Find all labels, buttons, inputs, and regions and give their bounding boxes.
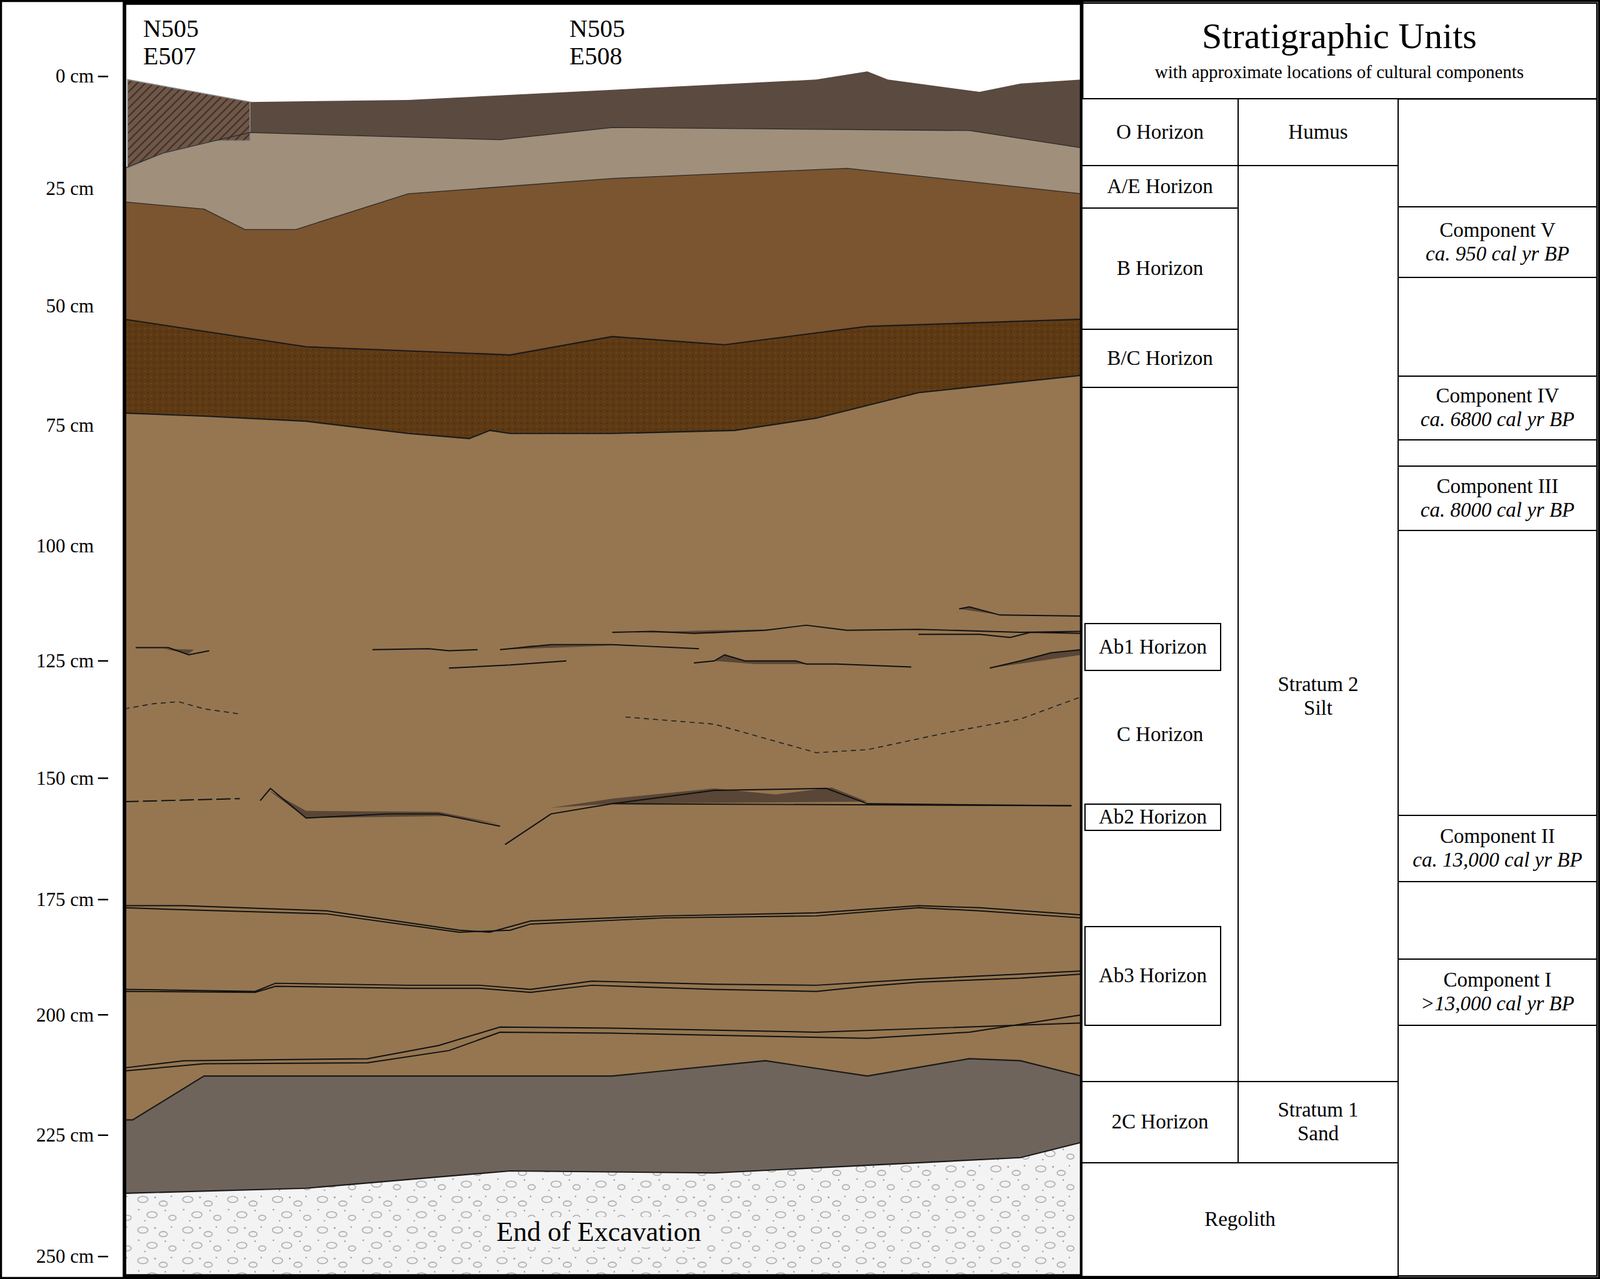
grid-coordinate: N505 E508: [569, 15, 625, 70]
cell-text: Component V: [1398, 218, 1597, 243]
cell-text: Ab1 Horizon: [1085, 635, 1220, 660]
date-text: ca. 950 cal yr BP: [1398, 242, 1597, 267]
excavation-label: End of Excavation: [490, 1217, 707, 1248]
buried-horizon-box: Ab3 Horizon: [1084, 926, 1222, 1027]
table-cell: A/E Horizon: [1081, 165, 1239, 209]
table-cell: C Horizon Ab1 HorizonAb2 HorizonAb3 Horiz…: [1081, 386, 1239, 1083]
grid-coordinate: N505 E507: [143, 15, 199, 70]
cell-text: Silt: [1238, 696, 1398, 721]
date-text: ca. 8000 cal yr BP: [1398, 498, 1597, 523]
table-cell: B Horizon: [1081, 207, 1239, 330]
date-text: >13,000 cal yr BP: [1398, 992, 1597, 1017]
cell-text: A/E Horizon: [1082, 175, 1238, 199]
depth-label: 175 cm: [0, 889, 94, 911]
buried-horizon-box: Ab1 Horizon: [1084, 623, 1222, 672]
cell-text: Component III: [1398, 475, 1597, 499]
table-cell: Humus: [1237, 98, 1399, 167]
depth-label: 125 cm: [0, 650, 94, 672]
date-text: ca. 6800 cal yr BP: [1398, 408, 1597, 432]
cell-text: C Horizon: [1082, 723, 1238, 747]
table-cell: Stratum 1Sand: [1237, 1081, 1399, 1164]
depth-label: 225 cm: [0, 1125, 94, 1147]
table-cell: Stratum 2Silt: [1237, 165, 1399, 1083]
cell-text: B Horizon: [1082, 256, 1238, 281]
cell-text: Regolith: [1082, 1208, 1398, 1232]
cell-text: O Horizon: [1082, 120, 1238, 145]
cell-text: B/C Horizon: [1082, 346, 1238, 371]
cell-text: Component I: [1398, 968, 1597, 993]
depth-label: 25 cm: [0, 178, 94, 200]
component-box: Component Vca. 950 cal yr BP: [1397, 206, 1598, 279]
table-subtitle: with approximate locations of cultural c…: [1083, 62, 1596, 83]
component-box: Component IIca. 13,000 cal yr BP: [1397, 815, 1598, 883]
cell-text: Sand: [1238, 1122, 1398, 1147]
depth-label: 250 cm: [0, 1246, 94, 1268]
table-cell: O Horizon: [1081, 98, 1239, 167]
cell-text: Component IV: [1398, 384, 1597, 409]
depth-label: 50 cm: [0, 295, 94, 317]
depth-label: 75 cm: [0, 415, 94, 437]
table-title: Stratigraphic Units: [1083, 16, 1596, 57]
cell-text: Stratum 2: [1238, 673, 1398, 697]
cell-text: Ab2 Horizon: [1085, 805, 1220, 830]
table-cell: 2C Horizon: [1081, 1081, 1239, 1164]
depth-label: 200 cm: [0, 1005, 94, 1027]
component-box: Component IIIca. 8000 cal yr BP: [1397, 465, 1598, 532]
component-box: Component IVca. 6800 cal yr BP: [1397, 375, 1598, 441]
date-text: ca. 13,000 cal yr BP: [1398, 848, 1597, 873]
cell-text: 2C Horizon: [1082, 1110, 1238, 1135]
depth-label: 0 cm: [0, 65, 94, 87]
component-box: Component I>13,000 cal yr BP: [1397, 958, 1598, 1027]
cell-text: Humus: [1238, 120, 1398, 145]
cell-text: Ab3 Horizon: [1085, 964, 1220, 989]
cell-text: Stratum 1: [1238, 1098, 1398, 1123]
depth-label: 150 cm: [0, 768, 94, 790]
depth-label: 100 cm: [0, 535, 94, 557]
table-cell: Regolith: [1081, 1162, 1399, 1278]
table-cell: B/C Horizon: [1081, 328, 1239, 389]
buried-horizon-box: Ab2 Horizon: [1084, 803, 1222, 832]
cell-text: Component II: [1398, 825, 1597, 849]
